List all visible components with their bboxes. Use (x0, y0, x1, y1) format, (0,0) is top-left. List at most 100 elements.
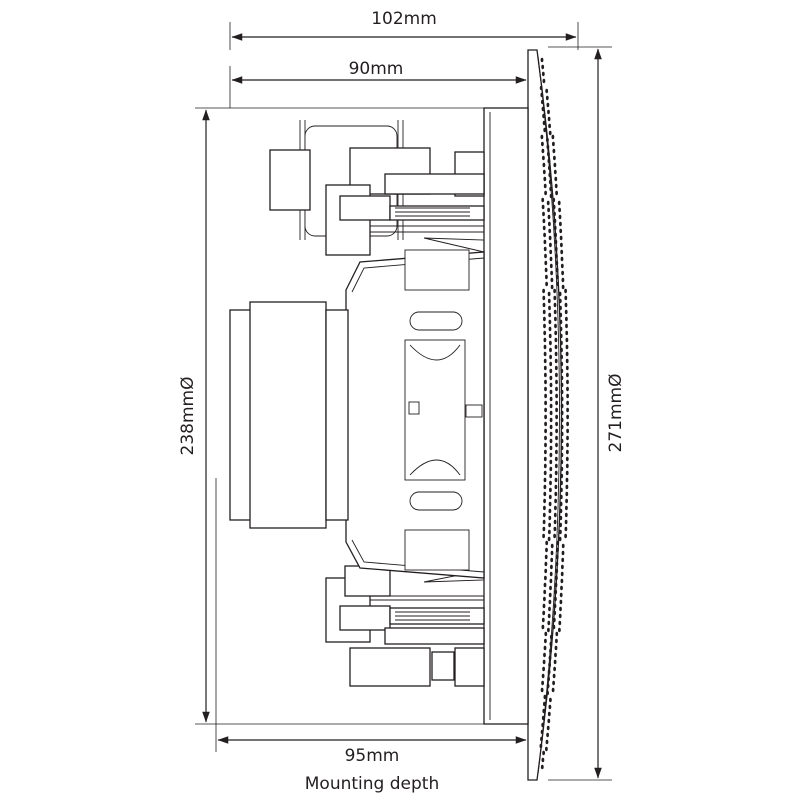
grille-hole (547, 214, 551, 220)
grille-hole (549, 431, 553, 437)
grille-hole (548, 704, 552, 710)
grille-hole (554, 316, 557, 322)
grille-hole (553, 169, 557, 175)
label-grille-diameter: 271mmØ (606, 374, 626, 453)
grille-hole (554, 183, 558, 189)
grille-hole (544, 428, 547, 434)
grille-hole (544, 253, 547, 259)
grille-hole (553, 302, 557, 308)
grille-hole (544, 414, 547, 420)
grille-hole (540, 736, 543, 742)
grille-hole (540, 92, 544, 98)
grille-hole (543, 491, 547, 497)
grille-hole (560, 571, 564, 577)
grille-hole (543, 589, 547, 595)
grille-hole (548, 662, 551, 668)
grille-hole (566, 428, 569, 434)
grille-hole (554, 337, 558, 343)
grille-hole (565, 498, 568, 504)
grille-hole (554, 358, 558, 364)
grille-hole (549, 445, 553, 451)
grille-hole (549, 578, 553, 584)
grille-hole (564, 295, 568, 301)
grille-hole (555, 449, 558, 455)
grille-hole (559, 228, 563, 234)
grille-hole (544, 561, 548, 567)
grille-hole (558, 207, 561, 213)
grille-hole (554, 645, 558, 651)
grille-hole (544, 442, 547, 448)
grille-hole (566, 421, 569, 427)
grille-hole (560, 424, 564, 430)
grille-hole (556, 281, 559, 287)
grille-hole (543, 470, 547, 476)
grille-hole (548, 494, 552, 500)
grille-hole (542, 288, 545, 294)
grille-hole (544, 407, 547, 413)
grille-hole (555, 638, 558, 644)
grille-hole (555, 568, 559, 574)
grille-hole (560, 354, 563, 360)
grille-hole (543, 365, 547, 371)
grille-hole (548, 599, 552, 605)
grille-hole (541, 197, 545, 203)
grille-hole (542, 526, 546, 532)
grille-hole (543, 645, 547, 651)
grille-hole (564, 302, 568, 308)
grille-hole (547, 620, 551, 626)
grille-hole (544, 260, 548, 266)
grille-hole (566, 449, 569, 455)
grille-hole (561, 550, 565, 556)
grille-hole (545, 547, 548, 553)
grille-hole (560, 347, 563, 353)
grille-hole (549, 634, 553, 640)
grille-hole (549, 263, 553, 269)
grille-hole (542, 295, 546, 301)
label-cutout-diameter: 238mmØ (178, 377, 198, 456)
grille-hole (560, 466, 564, 472)
grille-hole (556, 274, 559, 280)
grille-hole (554, 365, 558, 371)
grille-hole (547, 718, 551, 724)
grille-hole (559, 599, 563, 605)
grille-hole (549, 697, 552, 703)
grille-hole (548, 326, 552, 332)
grille-hole (543, 239, 547, 245)
grille-hole (554, 484, 558, 490)
bottom-mounting-clamp (325, 565, 485, 687)
grille-hole (549, 382, 553, 388)
grille-hole (560, 340, 563, 346)
grille-hole (542, 708, 546, 714)
grille-hole (546, 137, 549, 143)
grille-hole (554, 582, 558, 588)
grille-hole (547, 207, 550, 213)
grille-hole (555, 414, 558, 420)
grille-hole (554, 344, 558, 350)
grille-hole (549, 340, 552, 346)
grille-hole (549, 389, 553, 395)
grille-hole (544, 435, 547, 441)
grille-hole (541, 71, 545, 77)
grille-hole (545, 95, 549, 101)
grille-hole (559, 326, 563, 332)
grille-hole (543, 596, 546, 602)
grille-hole (547, 298, 551, 304)
grille-hole (556, 547, 559, 553)
grille-hole (548, 333, 552, 339)
grille-hole (548, 319, 552, 325)
grille-hole (549, 487, 552, 493)
grille-hole (566, 379, 569, 385)
grille-hole (549, 417, 553, 423)
label-mounting-depth-value: 95mm (345, 746, 400, 766)
grille-hole (566, 393, 569, 399)
grille-hole (555, 631, 559, 637)
front-baffle (483, 107, 529, 725)
grille-hole (565, 323, 568, 329)
grille-hole (552, 617, 556, 623)
grille-hole (548, 501, 552, 507)
grille-hole (560, 361, 564, 367)
grille-hole (559, 235, 563, 241)
grille-hole (549, 396, 553, 402)
grille-hole (565, 316, 568, 322)
grille-hole (549, 193, 553, 199)
